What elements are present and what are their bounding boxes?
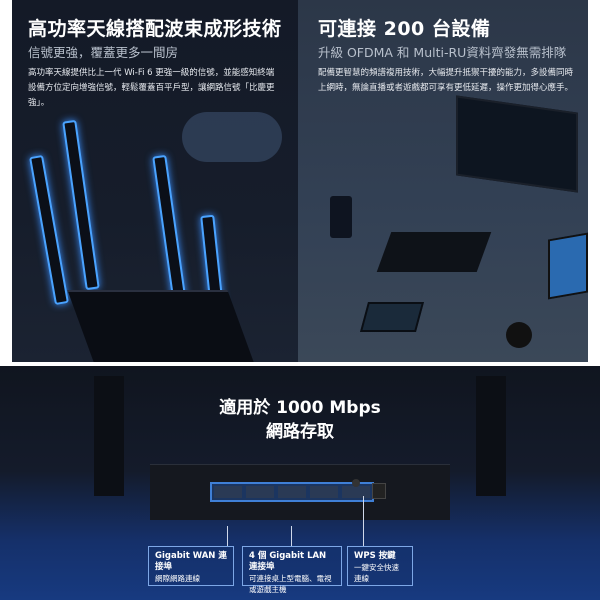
wan-port: [214, 486, 242, 498]
panel-body: 配備更智慧的頻譜複用技術，大幅提升抵禦干擾的能力，多設備同時上網時，無論直播或者…: [318, 68, 574, 93]
beamforming-panel: 高功率天線搭配波束成形技術 信號更強，覆蓋更多一間房 高功率天線提供比上一代 W…: [12, 0, 298, 362]
router-rear-panel: [150, 464, 450, 520]
camera-image: [506, 322, 532, 348]
device-icons-bubble: [182, 112, 282, 162]
ethernet-ports: [210, 482, 374, 502]
router-image: [67, 290, 257, 362]
antenna-image: [29, 154, 69, 306]
antenna-image: [94, 376, 124, 496]
callout-lan: 4 個 Gigabit LAN 連接埠 可連接桌上型電腦、電視或遊戲主機: [242, 546, 342, 594]
lan-port: [342, 486, 370, 498]
phone-image: [330, 196, 352, 238]
lan-port: [278, 486, 306, 498]
multi-device-panel: 可連接 200 台設備 升級 OFDMA 和 Multi-RU資料齊發無需排隊 …: [298, 0, 588, 362]
ports-panel: 適用於 1000 Mbps 網路存取 Gigabit WAN 連接埠 網際網路連…: [0, 366, 600, 600]
panel-subtitle: 信號更強，覆蓋更多一間房: [28, 45, 179, 60]
callout-wps: WPS 按鍵 一鍵安全快速連線: [347, 546, 413, 586]
tablet-image: [359, 302, 425, 332]
lan-port: [246, 486, 274, 498]
section-title-line2: 網路存取: [266, 422, 334, 442]
antenna-image: [62, 119, 100, 291]
panel-subtitle: 升級 OFDMA 和 Multi-RU資料齊發無需排隊: [318, 45, 567, 60]
tv-image: [456, 95, 578, 193]
antenna-image: [476, 376, 506, 496]
router-image: [376, 232, 492, 272]
panel-body: 高功率天線提供比上一代 Wi-Fi 6 更強一級的信號，並能感知終端設備方位定向…: [28, 68, 275, 108]
callout-wan: Gigabit WAN 連接埠 網際網路連線: [148, 546, 234, 586]
section-title-line1: 適用於 1000 Mbps: [219, 398, 381, 418]
panel-title: 可連接 200 台設備: [318, 18, 491, 40]
lan-port: [310, 486, 338, 498]
panel-title: 高功率天線搭配波束成形技術: [28, 18, 282, 40]
power-port: [372, 483, 386, 499]
wps-button: [352, 479, 360, 487]
laptop-image: [548, 232, 588, 300]
